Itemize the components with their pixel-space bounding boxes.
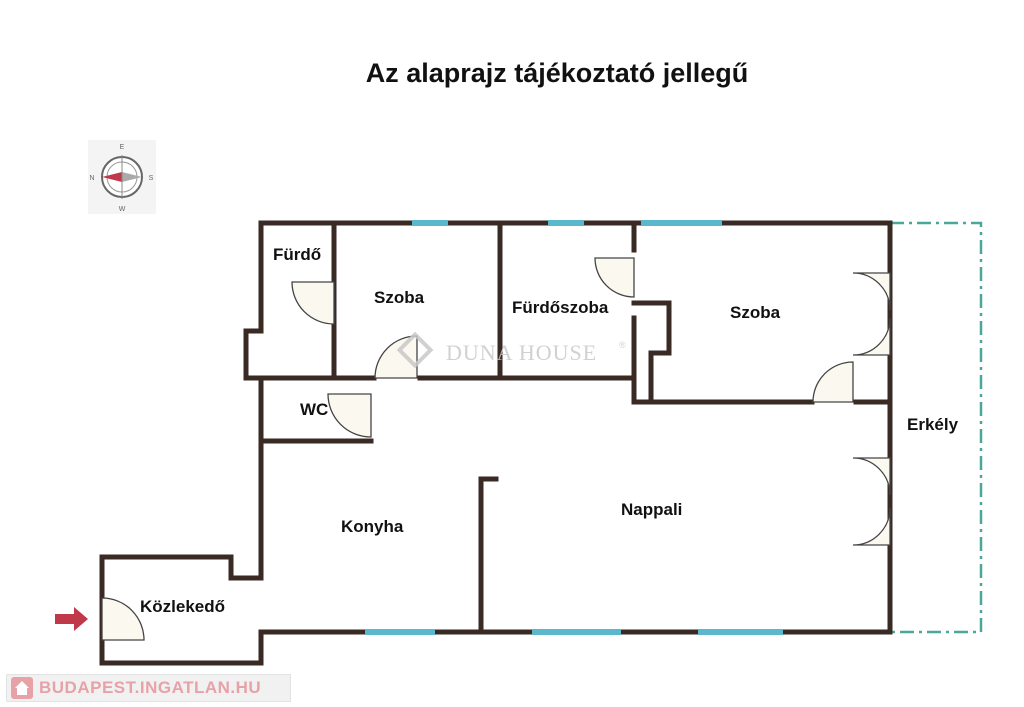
compass-icon: E W N S — [88, 140, 156, 214]
room-label-nappali: Nappali — [621, 500, 682, 519]
room-label-wc: WC — [300, 400, 328, 419]
compass-label-left: N — [89, 175, 94, 182]
windows — [365, 220, 783, 635]
door-szoba — [374, 335, 418, 379]
room-label-szoba-2: Szoba — [730, 303, 781, 322]
door-wc — [327, 393, 372, 438]
compass-label-right: S — [149, 175, 154, 182]
room-label-furdoszoba: Fürdőszoba — [512, 298, 609, 317]
room-label-kozlekedo: Közlekedő — [140, 597, 225, 616]
room-label-szoba: Szoba — [374, 288, 425, 307]
door-balcony-upper — [852, 317, 891, 356]
footer-url[interactable]: BUDAPEST.INGATLAN.HU — [39, 678, 262, 697]
door-balcony-lower — [852, 457, 891, 496]
door-szoba-2 — [812, 361, 854, 403]
compass-label-top: E — [120, 144, 125, 151]
room-label-furdo: Fürdő — [273, 245, 321, 264]
room-label-konyha: Konyha — [341, 517, 404, 536]
watermark: DUNA HOUSE ® — [396, 331, 626, 369]
door-furdo — [291, 281, 335, 325]
page-title: Az alaprajz tájékoztató jellegű — [365, 58, 749, 88]
door-kozlekedo — [101, 597, 145, 641]
balcony-outline — [890, 221, 983, 634]
entry-arrow-icon — [55, 607, 88, 631]
duna-house-logo-icon — [396, 331, 434, 369]
compass-label-bottom: W — [119, 206, 126, 213]
door-balcony-lower — [852, 507, 891, 546]
room-label-erkely: Erkély — [907, 415, 959, 434]
watermark-mark: ® — [619, 340, 626, 350]
door-balcony-upper — [852, 272, 891, 311]
home-icon — [11, 677, 33, 699]
watermark-text: DUNA HOUSE — [446, 340, 597, 365]
footer-bar: BUDAPEST.INGATLAN.HU — [6, 674, 291, 702]
door-furdoszoba — [594, 257, 635, 298]
doors — [101, 257, 891, 641]
